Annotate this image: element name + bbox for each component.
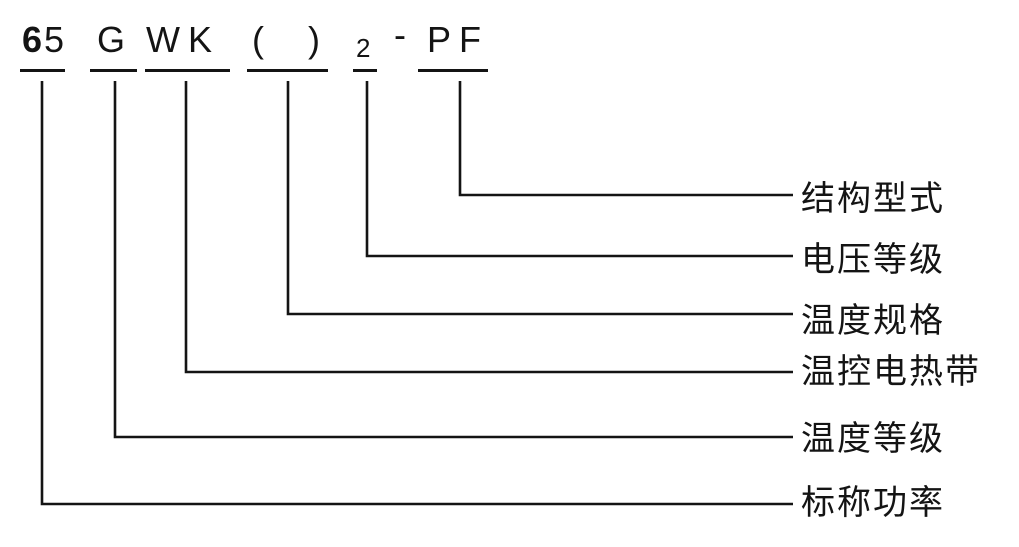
label-voltage-grade: 电压等级 [801,241,945,279]
code-segment-nominal-power: 65 [22,19,67,60]
label-nominal-power: 标称功率 [801,484,945,522]
code-segment-temp-spec-parens: ( ) [252,19,328,60]
underline-nominal-power [20,69,65,72]
code-segment-heating-band: WK [146,19,220,60]
code-segment-voltage-grade: 2 [356,33,371,63]
code-segment-temp-grade: G [97,19,126,60]
underline-voltage-grade [353,69,377,72]
label-heating-band: 温控电热带 [801,353,981,391]
connector-heating-band [184,81,793,374]
connector-structure-type [458,81,793,197]
code-dash-separator: - [394,14,406,55]
underline-temp-grade [90,69,137,72]
label-structure-type: 结构型式 [801,180,945,218]
connector-temp-spec [286,81,793,316]
label-temp-grade: 温度等级 [801,420,945,458]
label-temp-spec: 温度规格 [801,302,945,340]
connector-nominal-power [40,81,793,506]
underline-structure-type [418,69,488,72]
underline-heating-band [145,69,230,72]
underline-temp-spec [247,69,328,72]
connector-temp-grade [113,81,793,439]
code-segment-structure-type: PF [427,19,490,60]
connector-voltage-grade [365,81,793,258]
